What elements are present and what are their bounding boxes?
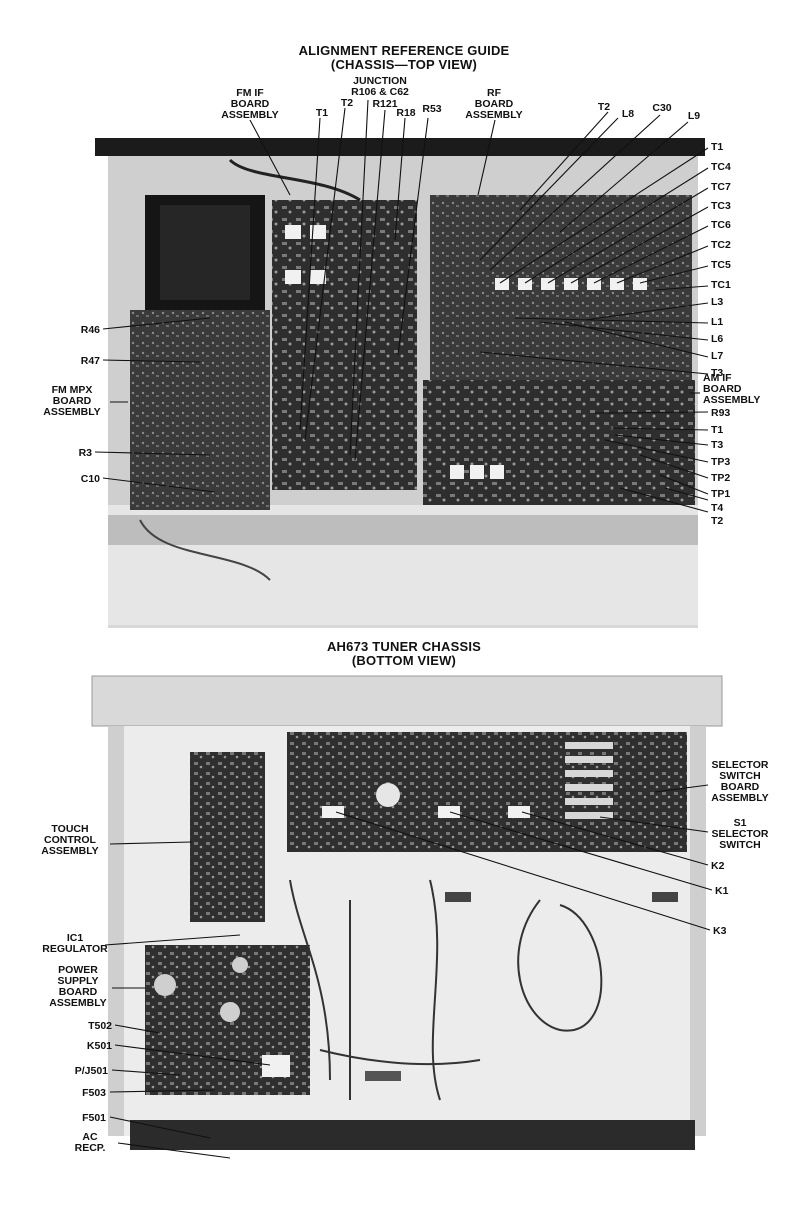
label-am-if-2: BOARD — [703, 383, 742, 395]
label-psu-1: POWER — [58, 964, 98, 976]
label-fm-mpx-3: ASSEMBLY — [43, 406, 100, 418]
label-junction-2: R106 & C62 — [351, 86, 409, 98]
label-k3: K3 — [713, 925, 727, 937]
label-rf-2: BOARD — [475, 98, 514, 110]
label-junction-1: JUNCTION — [353, 75, 407, 87]
label-l8: L8 — [622, 108, 634, 120]
label-selector-board-3: BOARD — [721, 781, 760, 793]
label-tp3: TP3 — [711, 456, 730, 468]
label-touch-1: TOUCH — [51, 823, 88, 835]
label-tc1: TC1 — [711, 279, 731, 291]
label-fm-mpx-1: FM MPX — [52, 384, 93, 396]
label-c10: C10 — [81, 473, 100, 485]
label-ic1-2: REGULATOR — [42, 943, 108, 955]
label-k501: K501 — [87, 1040, 112, 1052]
label-t2-fmif: T2 — [341, 97, 353, 109]
label-psu-4: ASSEMBLY — [49, 997, 106, 1009]
label-l3: L3 — [711, 296, 723, 308]
label-t1-rf: T1 — [711, 141, 723, 153]
bottom-subtitle: (BOTTOM VIEW) — [351, 653, 457, 668]
label-r53: R53 — [422, 103, 441, 115]
label-tc6: TC6 — [711, 219, 731, 231]
label-r18: R18 — [396, 107, 415, 119]
label-f501: F501 — [82, 1112, 106, 1124]
label-t2-am: T2 — [711, 515, 723, 527]
label-psu-3: BOARD — [59, 986, 98, 998]
label-rf-3: ASSEMBLY — [465, 109, 522, 121]
label-r93: R93 — [711, 407, 730, 419]
label-s1-2: SELECTOR — [712, 828, 769, 840]
label-selector-board-1: SELECTOR — [712, 759, 769, 771]
label-t4: T4 — [711, 502, 723, 514]
label-l1: L1 — [711, 316, 723, 328]
label-t3-am: T3 — [711, 439, 723, 451]
label-t2-rf: T2 — [598, 101, 610, 113]
label-fm-if-3: ASSEMBLY — [221, 109, 278, 121]
label-k2: K2 — [711, 860, 725, 872]
label-t3-rf: T3 — [711, 367, 723, 379]
label-fm-mpx-2: BOARD — [53, 395, 92, 407]
label-tp2: TP2 — [711, 472, 730, 484]
label-am-if-3: ASSEMBLY — [703, 394, 760, 406]
label-selector-board-2: SWITCH — [719, 770, 760, 782]
label-tp1: TP1 — [711, 488, 730, 500]
label-r47: R47 — [81, 355, 100, 367]
label-r121: R121 — [372, 98, 397, 110]
label-tc4: TC4 — [711, 161, 731, 173]
label-r46: R46 — [81, 324, 100, 336]
label-l7: L7 — [711, 350, 723, 362]
label-touch-3: ASSEMBLY — [41, 845, 98, 857]
label-rf-1: RF — [487, 87, 502, 99]
label-pj501: P/J501 — [75, 1065, 108, 1077]
label-s1-3: SWITCH — [719, 839, 760, 851]
label-tc3: TC3 — [711, 200, 731, 212]
top-view-photo: FM IF BOARD ASSEMBLY T1 T2 JUNCTION R106… — [43, 75, 760, 628]
label-f503: F503 — [82, 1087, 106, 1099]
label-fm-if-1: FM IF — [236, 87, 264, 99]
label-touch-2: CONTROL — [44, 834, 96, 846]
label-fm-if-2: BOARD — [231, 98, 270, 110]
label-t1-fmif: T1 — [316, 107, 328, 119]
label-t502: T502 — [88, 1020, 112, 1032]
label-r3: R3 — [79, 447, 93, 459]
label-ic1-1: IC1 — [67, 932, 84, 944]
label-l6: L6 — [711, 333, 723, 345]
label-l9: L9 — [688, 110, 700, 122]
label-am-if-1: AM IF — [703, 372, 732, 384]
label-selector-board-4: ASSEMBLY — [711, 792, 768, 804]
label-s1-1: S1 — [734, 817, 747, 829]
label-psu-2: SUPPLY — [57, 975, 98, 987]
top-title: ALIGNMENT REFERENCE GUIDE — [298, 43, 510, 58]
bottom-title: AH673 TUNER CHASSIS — [326, 639, 482, 654]
top-subtitle: (CHASSIS—TOP VIEW) — [330, 57, 478, 72]
label-ac-1: AC — [82, 1131, 98, 1143]
label-c30: C30 — [652, 102, 671, 114]
label-k1: K1 — [715, 885, 729, 897]
label-t1-am: T1 — [711, 424, 723, 436]
label-tc2: TC2 — [711, 239, 731, 251]
label-ac-2: RECP. — [75, 1142, 106, 1154]
label-tc7: TC7 — [711, 181, 731, 193]
label-tc5: TC5 — [711, 259, 731, 271]
